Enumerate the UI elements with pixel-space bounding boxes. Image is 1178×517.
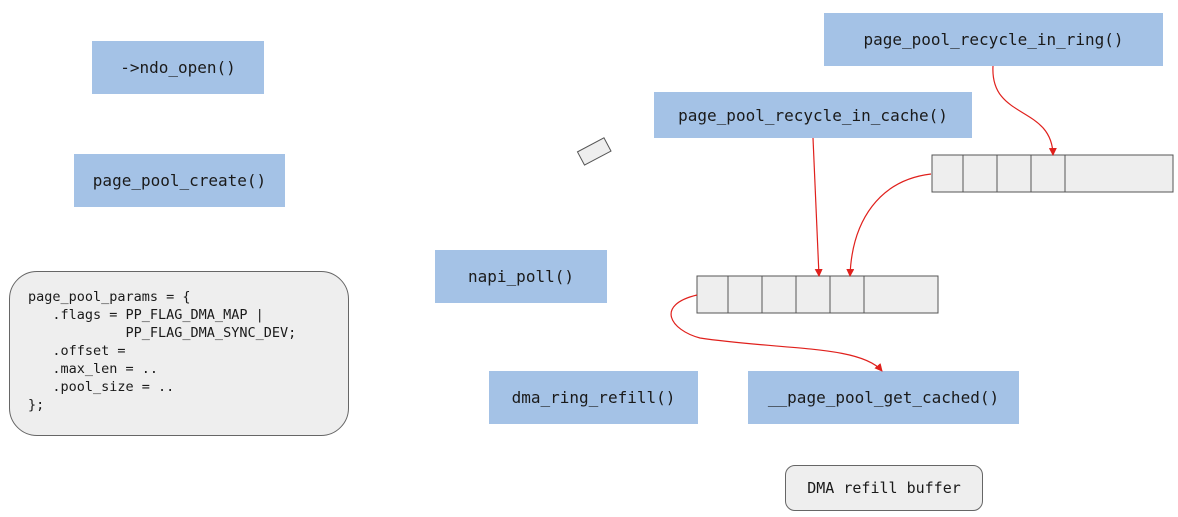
params-line: .offset =	[28, 343, 126, 359]
ring-array-cell	[931, 154, 964, 193]
params-line: .max_len = ..	[28, 361, 159, 377]
get-cached-box: __page_pool_get_cached()	[748, 371, 1019, 424]
cache-array-cell	[696, 275, 729, 314]
page-pool-params-box: page_pool_params = { .flags = PP_FLAG_DM…	[9, 271, 349, 436]
get-cached-label: __page_pool_get_cached()	[767, 388, 1000, 407]
cache-array-cell	[829, 275, 865, 314]
dma-refill-buffer-box: DMA refill buffer	[785, 465, 983, 511]
cache-array	[696, 275, 939, 314]
ring-array-cell	[962, 154, 998, 193]
ring-array-cell	[1030, 154, 1066, 193]
page-pool-create-box: page_pool_create()	[74, 154, 285, 207]
ring-array-cell	[996, 154, 1032, 193]
arrow-cache-array-to-get-cached	[670, 294, 883, 372]
ring-array-cell	[1064, 154, 1174, 193]
ndo-open-box: ->ndo_open()	[92, 41, 264, 94]
tilted-rectangle	[576, 137, 612, 166]
recycle-in-cache-label: page_pool_recycle_in_cache()	[678, 105, 948, 125]
params-line: .pool_size = ..	[28, 379, 175, 395]
napi-poll-box: napi_poll()	[435, 250, 607, 303]
napi-poll-label: napi_poll()	[468, 267, 574, 286]
cache-array-cell	[795, 275, 831, 314]
params-line: PP_FLAG_DMA_SYNC_DEV;	[28, 325, 297, 341]
dma-refill-buffer-label: DMA refill buffer	[807, 479, 961, 497]
params-line: .flags = PP_FLAG_DMA_MAP |	[28, 307, 264, 323]
recycle-in-ring-label: page_pool_recycle_in_ring()	[863, 30, 1124, 49]
dma-ring-refill-label: dma_ring_refill()	[511, 388, 676, 407]
recycle-in-cache-box: page_pool_recycle_in_cache()	[654, 92, 972, 138]
params-line: page_pool_params = {	[28, 289, 191, 305]
params-line: };	[28, 397, 45, 413]
cache-array-cell	[863, 275, 939, 314]
arrow-cache-to-cache-array	[812, 137, 823, 277]
cache-array-cell	[761, 275, 797, 314]
page-pool-create-label: page_pool_create()	[92, 171, 267, 190]
arrow-ring-to-ring-array	[992, 65, 1057, 156]
dma-ring-refill-box: dma_ring_refill()	[489, 371, 698, 424]
cache-array-cell	[727, 275, 763, 314]
recycle-in-ring-box: page_pool_recycle_in_ring()	[824, 13, 1163, 66]
ndo-open-label: ->ndo_open()	[120, 58, 236, 77]
ring-array	[931, 154, 1174, 193]
arrow-ring-array-to-cache-array	[846, 173, 932, 277]
